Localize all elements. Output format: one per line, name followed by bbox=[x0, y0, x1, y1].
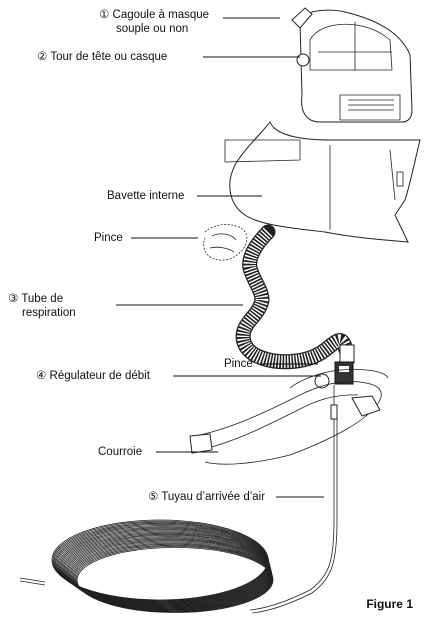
label-tube-line2: respiration bbox=[22, 306, 76, 320]
label-tour-tete-number: ② bbox=[37, 51, 47, 63]
hose-coil bbox=[52, 520, 273, 613]
label-courroie: Courroie bbox=[98, 445, 142, 459]
label-tube-line1: Tube de bbox=[21, 293, 63, 305]
label-pince-bottom: Pince bbox=[224, 357, 253, 371]
tube-illustration bbox=[243, 232, 354, 363]
label-tuyau: ⑤ Tuyau d’arrivée d’air bbox=[148, 490, 265, 504]
label-cagoule-number: ① bbox=[99, 9, 109, 21]
label-regulateur-number: ④ bbox=[36, 370, 46, 382]
air-hose-illustration bbox=[20, 419, 337, 613]
hood-illustration bbox=[292, 8, 412, 122]
clip-illustration bbox=[204, 225, 247, 261]
label-bavette: Bavette interne bbox=[107, 189, 184, 203]
label-regulateur-text: Régulateur de débit bbox=[50, 370, 150, 382]
label-tuyau-number: ⑤ bbox=[148, 491, 158, 503]
label-regulateur: ④ Régulateur de débit bbox=[36, 369, 150, 383]
regulator-belt-illustration bbox=[190, 362, 388, 464]
bib-illustration bbox=[225, 122, 420, 242]
label-tour-tete-text: Tour de tête ou casque bbox=[50, 51, 167, 63]
label-cagoule: ① Cagoule à masque bbox=[99, 8, 209, 22]
label-cagoule-line1: Cagoule à masque bbox=[113, 9, 210, 21]
label-tube: ③ Tube de bbox=[8, 292, 63, 306]
label-cagoule-line2: souple ou non bbox=[116, 22, 188, 36]
label-tube-number: ③ bbox=[8, 293, 18, 305]
label-tour-tete: ② Tour de tête ou casque bbox=[37, 50, 167, 64]
label-pince-top: Pince bbox=[94, 231, 123, 245]
figure-caption: Figure 1 bbox=[366, 597, 413, 611]
label-tuyau-text: Tuyau d’arrivée d’air bbox=[161, 491, 265, 503]
